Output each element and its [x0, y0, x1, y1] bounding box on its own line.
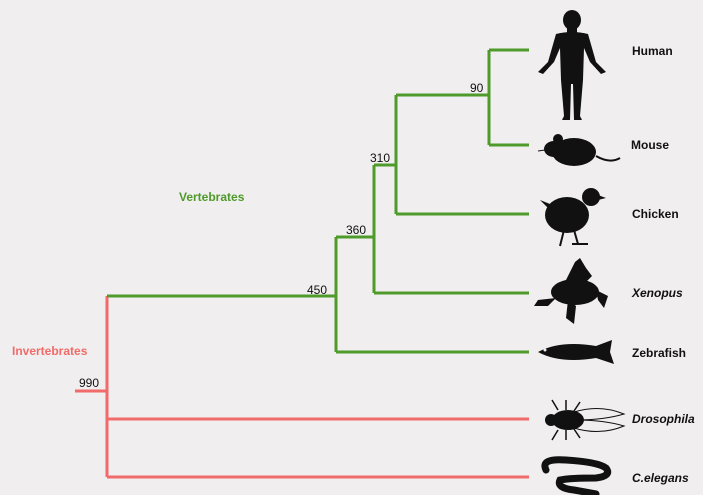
- vertebrate-branches: [107, 50, 529, 352]
- species-label-xenopus: Xenopus: [632, 286, 683, 300]
- silhouettes: [534, 10, 624, 494]
- frog-silhouette-icon: [534, 258, 608, 324]
- chicken-silhouette-icon: [540, 188, 606, 246]
- species-label-drosophila: Drosophila: [632, 412, 695, 426]
- vertebrates-label: Vertebrates: [179, 190, 244, 204]
- human-silhouette-icon: [538, 10, 606, 120]
- mouse-silhouette-icon: [538, 134, 620, 166]
- invertebrate-branches: [75, 296, 529, 477]
- node-label-990: 990: [79, 376, 99, 390]
- fly-silhouette-icon: [545, 400, 624, 440]
- species-label-mouse: Mouse: [631, 138, 669, 152]
- node-label-450: 450: [307, 283, 327, 297]
- node-label-90: 90: [470, 81, 483, 95]
- invertebrates-label: Invertebrates: [12, 344, 87, 358]
- species-label-chicken: Chicken: [632, 207, 679, 221]
- species-label-zebrafish: Zebrafish: [632, 346, 686, 360]
- species-label-celegans: C.elegans: [632, 471, 689, 485]
- node-label-310: 310: [370, 151, 390, 165]
- node-label-360: 360: [346, 223, 366, 237]
- fish-silhouette-icon: [538, 340, 614, 364]
- species-label-human: Human: [632, 44, 673, 58]
- worm-silhouette-icon: [545, 460, 608, 494]
